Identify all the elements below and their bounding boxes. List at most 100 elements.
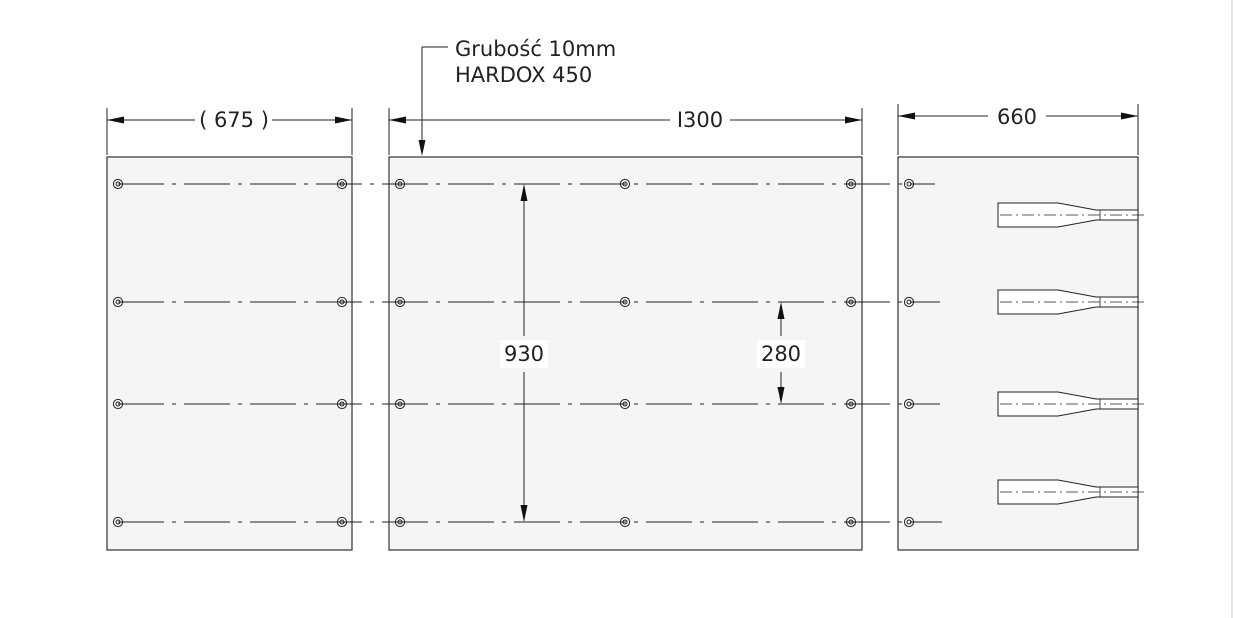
hole-outer-circle [845,398,857,410]
hole [112,296,124,308]
hole-outer-circle [112,178,124,190]
hole-outer-circle [903,516,915,528]
hole [336,296,348,308]
hole-inner-circle [397,299,403,305]
hole-outer-circle [845,296,857,308]
arrowhead [777,387,785,404]
hole [336,178,348,190]
leader-line [421,46,448,148]
arrowhead [777,302,785,319]
hole-inner-circle [115,401,121,407]
hole [394,296,406,308]
bolt [997,391,1145,417]
material-note: Grubość 10mm HARDOX 450 [418,37,616,156]
hole-outer-circle [619,398,631,410]
hole-inner-circle [622,181,628,187]
hole [845,516,857,528]
hole-inner-circle [397,401,403,407]
arrowhead [898,112,915,120]
hole-inner-circle [339,519,345,525]
hole-inner-circle [848,401,854,407]
arrowhead [520,184,528,201]
bolt [997,202,1145,228]
hole-inner-circle [848,181,854,187]
bolt [997,289,1145,315]
mounting-holes [112,178,915,528]
hole-outer-circle [394,296,406,308]
hole-outer-circle [619,296,631,308]
arrowhead [418,140,426,156]
hole-inner-circle [622,299,628,305]
hole [336,516,348,528]
hole [845,398,857,410]
hole-inner-circle [906,299,912,305]
hole-outer-circle [394,178,406,190]
hole-outer-circle [336,178,348,190]
hole-inner-circle [397,181,403,187]
dimension-label-height-span: 930 [504,342,544,366]
hole-inner-circle [622,519,628,525]
note-thickness: Grubość 10mm [455,37,616,61]
hole-outer-circle [903,398,915,410]
hole-inner-circle [622,401,628,407]
hole-outer-circle [619,178,631,190]
dimension-label-right-width: 660 [997,105,1037,129]
hole-outer-circle [336,398,348,410]
hole [336,398,348,410]
hole-outer-circle [845,516,857,528]
hole [112,516,124,528]
hole-inner-circle [848,299,854,305]
hole-outer-circle [336,296,348,308]
dimension-label-left-width: ( 675 ) [199,108,269,132]
arrowhead [1121,112,1138,120]
hole-outer-circle [112,516,124,528]
note-material: HARDOX 450 [455,63,592,87]
hole [903,398,915,410]
hole-outer-circle [845,178,857,190]
hole-inner-circle [906,519,912,525]
hole-inner-circle [115,181,121,187]
dimension-row-spacing: 280 [757,302,805,404]
dimension-right-width: 660 [897,104,1139,155]
hole-centerlines [118,183,942,523]
hole [903,178,915,190]
hole [903,516,915,528]
hole-outer-circle [619,516,631,528]
arrowhead [389,116,406,124]
hole-inner-circle [906,181,912,187]
hole-inner-circle [848,519,854,525]
hole [619,178,631,190]
arrowhead [845,116,862,124]
hole-inner-circle [339,181,345,187]
dimension-center-width: I300 [388,108,863,155]
hole [619,398,631,410]
hole-inner-circle [339,299,345,305]
hole-outer-circle [903,296,915,308]
hole [619,296,631,308]
hole-inner-circle [339,401,345,407]
bolt [997,479,1145,505]
arrowhead [335,116,352,124]
hole-inner-circle [115,299,121,305]
hole [394,398,406,410]
hole-inner-circle [397,519,403,525]
label-background [757,340,805,368]
dimension-label-row-spacing: 280 [761,342,801,366]
dimension-label-center-width: I300 [677,108,723,132]
arrowhead [107,116,124,124]
hole-outer-circle [394,398,406,410]
plate-left [106,156,353,551]
hole [112,178,124,190]
hole [845,296,857,308]
hole-inner-circle [906,401,912,407]
hole [619,516,631,528]
hole-outer-circle [336,516,348,528]
dimension-left-width: ( 675 ) [106,108,353,155]
hole [845,178,857,190]
bolts [997,202,1145,505]
hole-outer-circle [112,398,124,410]
hole-inner-circle [115,519,121,525]
hole [903,296,915,308]
hole-outer-circle [903,178,915,190]
